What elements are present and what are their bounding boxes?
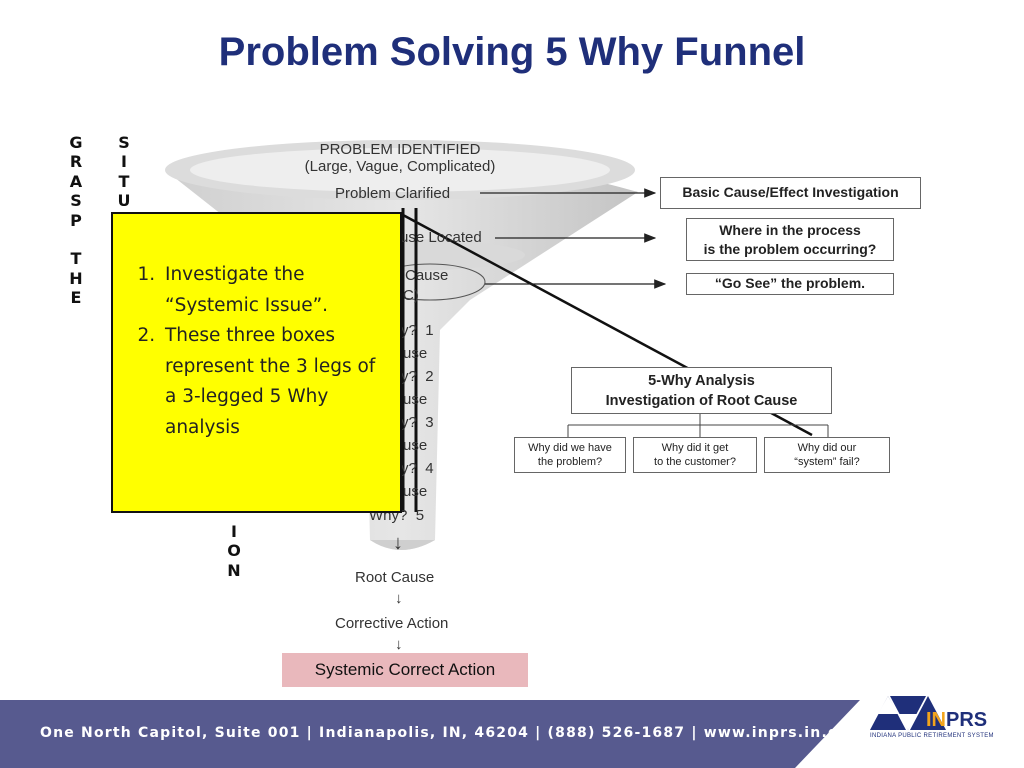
cause-label: Cause: [405, 267, 449, 284]
why-box-customer: Why did it get to the customer?: [633, 437, 757, 473]
go-see-box: “Go See” the problem.: [686, 273, 894, 295]
callout-list: Investigate the “Systemic Issue”. These …: [123, 260, 380, 443]
down-arrow-1: ↓: [393, 532, 403, 554]
cause-2: use: [403, 391, 428, 408]
cause-located-label: use Located: [400, 229, 482, 246]
five-why-analysis-box: 5-Why Analysis Investigation of Root Cau…: [571, 367, 832, 414]
callout-item-2: These three boxes represent the 3 legs o…: [161, 321, 380, 443]
poc-label: C): [403, 287, 419, 304]
down-arrow-2: ↓: [395, 590, 403, 607]
why-4: y? 4: [401, 460, 434, 477]
where-box: Where in the process is the problem occu…: [686, 218, 894, 261]
down-arrow-3: ↓: [395, 636, 403, 653]
root-cause-label: Root Cause: [355, 569, 435, 586]
callout-box: Investigate the “Systemic Issue”. These …: [111, 212, 402, 513]
why-2: y? 2: [401, 368, 434, 385]
cause-3: use: [403, 437, 428, 454]
basic-cause-box: Basic Cause/Effect Investigation: [660, 177, 921, 209]
problem-identified-label: PROBLEM IDENTIFIED (Large, Vague, Compli…: [304, 141, 496, 175]
inprs-logo-text: INPRS: [926, 709, 988, 731]
footer-address: One North Capitol, Suite 001 | Indianapo…: [40, 725, 861, 741]
slide-title: Problem Solving 5 Why Funnel: [218, 30, 806, 74]
inprs-logo-icon: [870, 696, 946, 730]
systemic-correct-action-box: Systemic Correct Action: [282, 653, 528, 687]
footer-band: [0, 700, 860, 768]
inprs-logo-subtitle: INDIANA PUBLIC RETIREMENT SYSTEM: [870, 733, 994, 739]
why-box-problem: Why did we have the problem?: [514, 437, 626, 473]
callout-item-1: Investigate the “Systemic Issue”.: [161, 260, 380, 321]
why-box-system: Why did our “system” fail?: [764, 437, 890, 473]
problem-clarified-label: Problem Clarified: [335, 185, 451, 202]
cause-4: use: [403, 483, 428, 500]
cause-1: use: [403, 345, 428, 362]
why-1: y? 1: [401, 322, 434, 339]
why-3: y? 3: [401, 414, 434, 431]
corrective-action-label: Corrective Action: [335, 615, 449, 632]
